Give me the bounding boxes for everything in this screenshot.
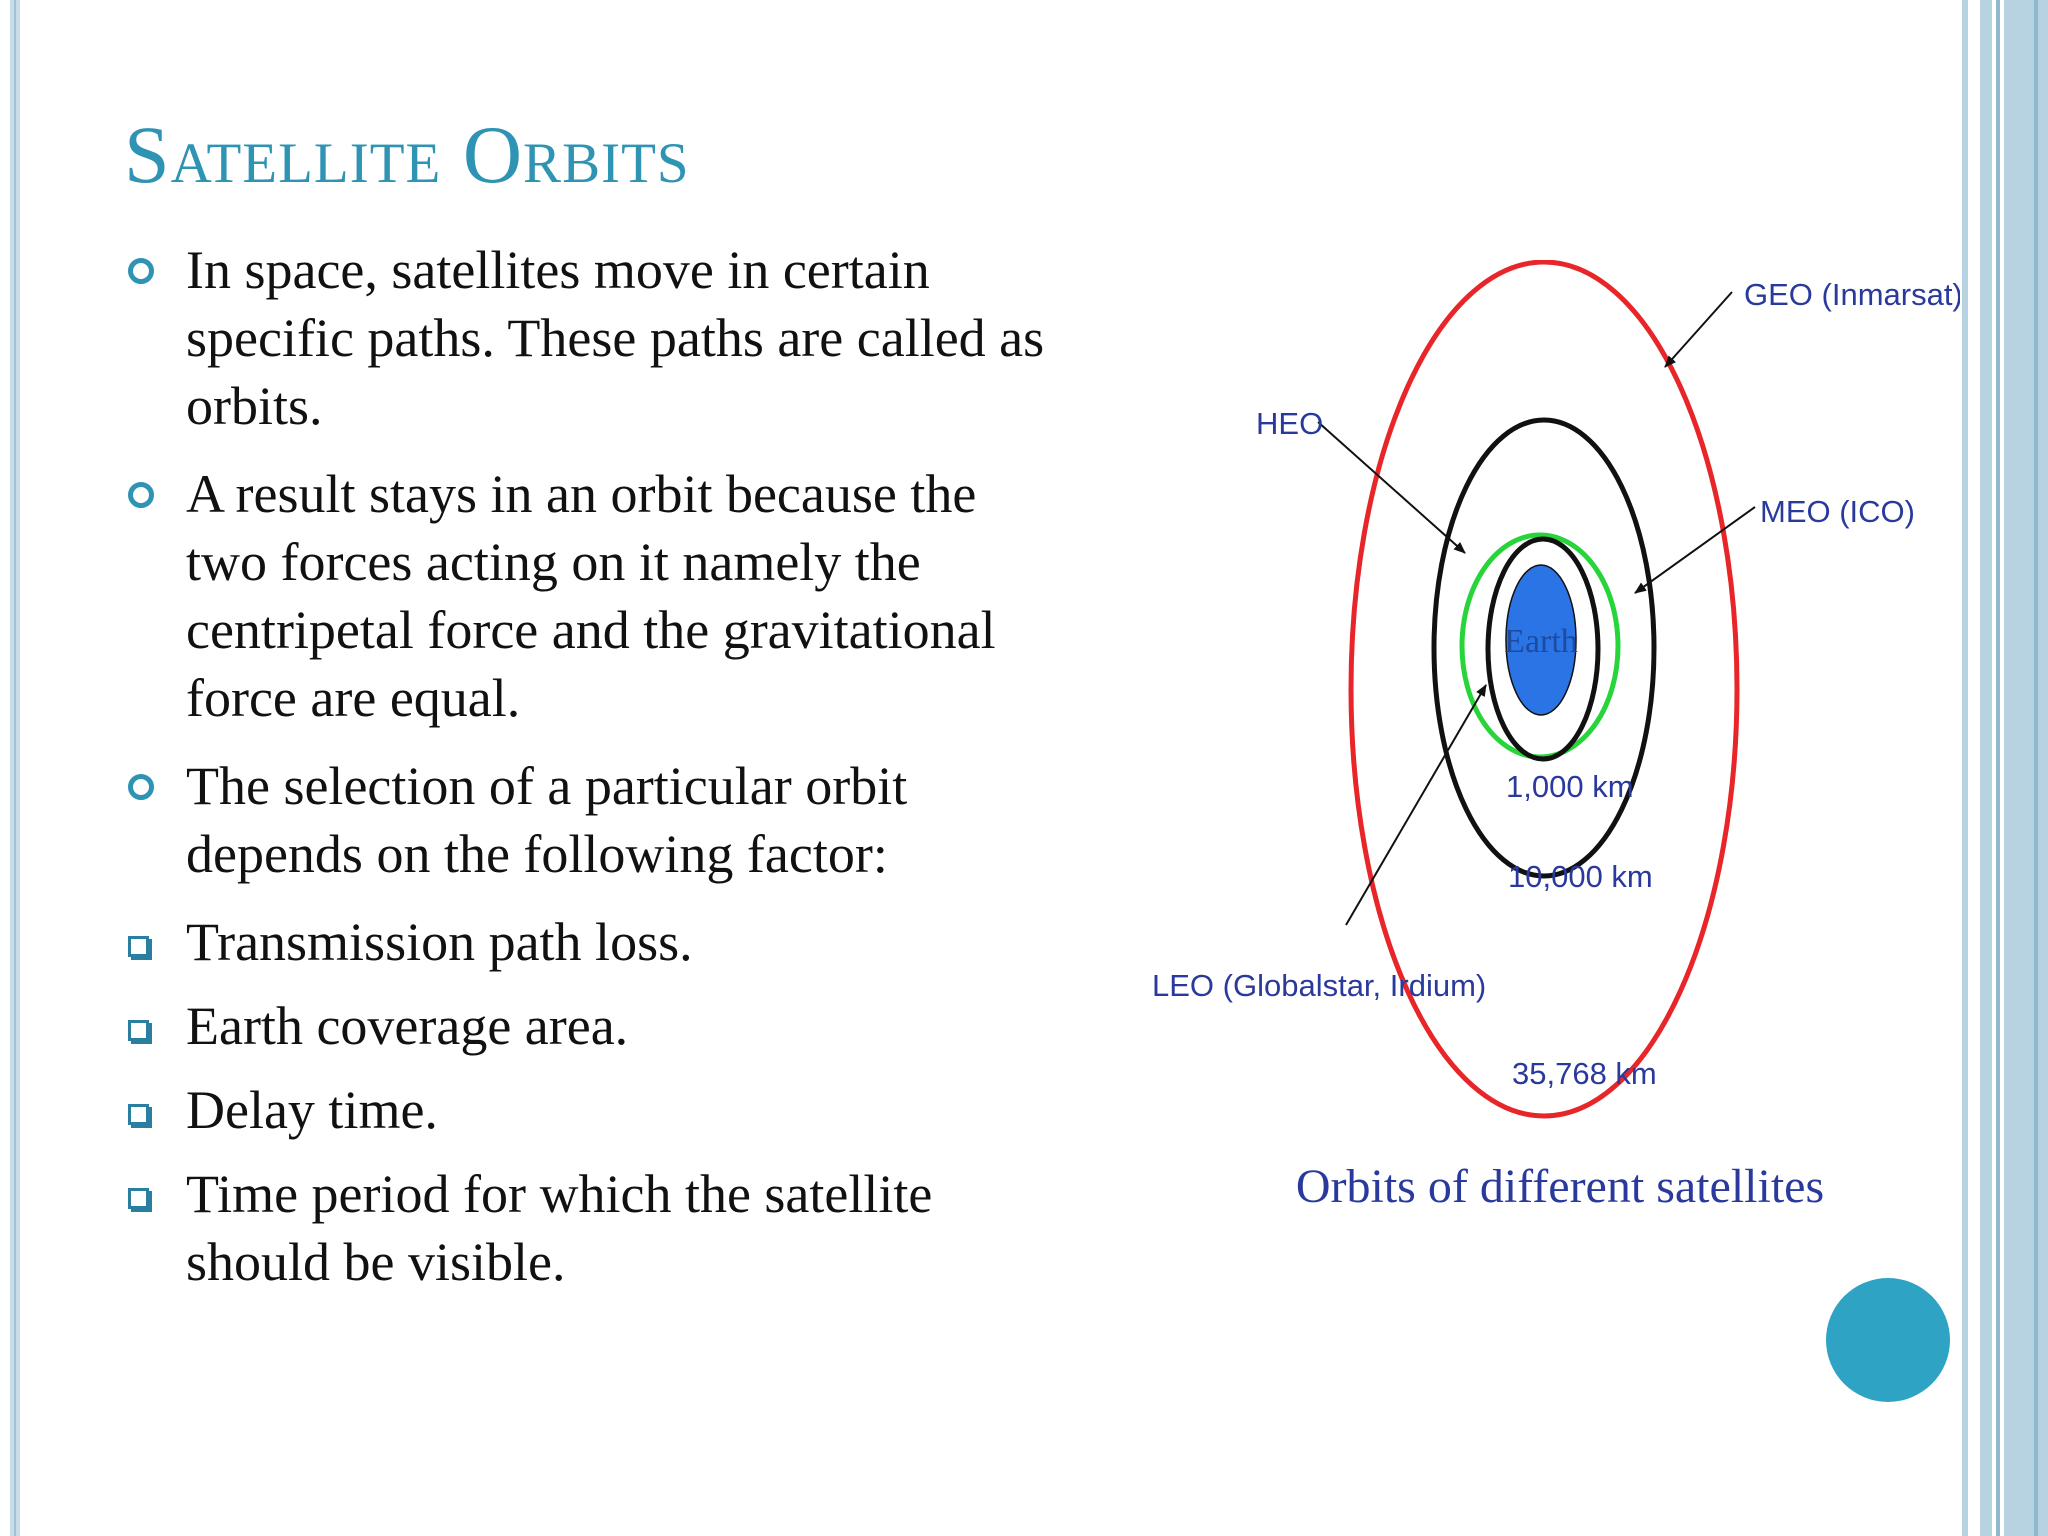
meo-label: MEO (ICO) — [1760, 494, 1915, 529]
bullet-item: In space, satellites move in certain spe… — [120, 236, 1050, 440]
left-border-line — [14, 0, 16, 1536]
bullet-text: Time period for which the satellite shou… — [186, 1164, 933, 1292]
leo-arrow — [1345, 684, 1487, 926]
decorative-circle — [1826, 1278, 1950, 1402]
circle-bullet-icon — [128, 482, 154, 508]
right-stripe — [1962, 0, 1968, 1536]
bullet-text: In space, satellites move in certain spe… — [186, 240, 1045, 436]
geo-orbit — [1348, 260, 1740, 1119]
altitude-10000-label: 10,000 km — [1508, 859, 1653, 894]
sub-bullet-item: Transmission path loss. — [120, 908, 1050, 976]
altitude-35768-label: 35,768 km — [1512, 1056, 1657, 1091]
geo-arrow — [1664, 291, 1733, 368]
square-bullet-icon — [128, 1020, 149, 1041]
leo-orbit — [1485, 536, 1601, 762]
square-bullet-icon — [128, 1104, 149, 1125]
earth-globe — [1505, 564, 1577, 716]
heo-arrow — [1317, 421, 1466, 554]
right-stripe — [1996, 0, 2000, 1536]
right-stripe — [2004, 0, 2048, 1536]
bullet-item: A result stays in an orbit because the t… — [120, 460, 1050, 732]
altitude-1000-label: 1,000 km — [1506, 769, 1634, 804]
sub-bullet-item: Delay time. — [120, 1076, 1050, 1144]
bullet-text: Delay time. — [186, 1080, 438, 1140]
bullet-list: In space, satellites move in certain spe… — [120, 236, 1050, 1312]
sub-bullet-item: Earth coverage area. — [120, 992, 1050, 1060]
orbits-diagram: Earth GEO (Inmarsat) HEO MEO (ICO) LEO (… — [1152, 260, 1960, 1213]
square-bullet-icon — [128, 1188, 149, 1209]
right-stripe — [1980, 0, 1992, 1536]
heo-label: HEO — [1256, 406, 1323, 441]
bullet-text: The selection of a particular orbit depe… — [186, 756, 908, 884]
meo-arrow — [1634, 506, 1756, 594]
bullet-text: Transmission path loss. — [186, 912, 693, 972]
bullet-text: Earth coverage area. — [186, 996, 629, 1056]
bullet-item: The selection of a particular orbit depe… — [120, 752, 1050, 888]
right-stripe — [2034, 0, 2038, 1536]
meo-orbit — [1431, 417, 1657, 879]
leo-label: LEO (Globalstar, Irdium) — [1152, 968, 1486, 1003]
square-bullet-icon — [128, 936, 149, 957]
diagram-caption: Orbits of different satellites — [1296, 1160, 1824, 1213]
slide-title: Satellite Orbits — [124, 109, 690, 200]
bullet-text: A result stays in an orbit because the t… — [186, 464, 996, 728]
circle-bullet-icon — [128, 258, 154, 284]
geo-label: GEO (Inmarsat) — [1744, 277, 1960, 312]
circle-bullet-icon — [128, 774, 154, 800]
sub-bullet-item: Time period for which the satellite shou… — [120, 1160, 1050, 1296]
earth-label: Earth — [1504, 623, 1578, 660]
